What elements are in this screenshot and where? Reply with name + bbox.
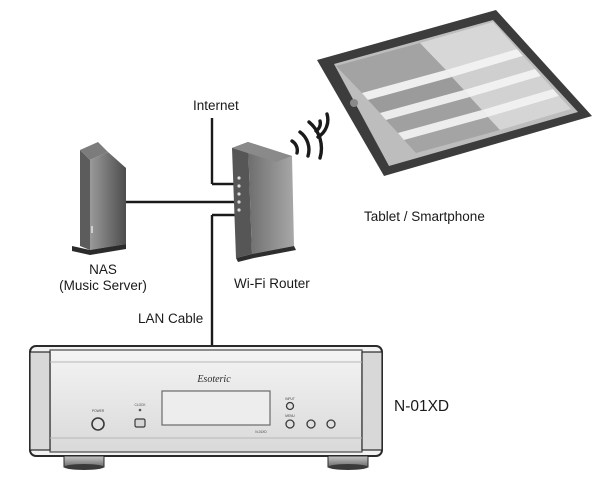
power-button — [91, 417, 105, 431]
network-player-device: Esoteric POWER CLOCK INPUT MENU N-01XD — [29, 345, 383, 470]
player-display — [161, 390, 271, 426]
connection-lines — [124, 118, 240, 346]
right-button — [326, 419, 336, 429]
tablet-label: Tablet / Smartphone — [364, 209, 485, 224]
menu-label: MENU — [285, 414, 295, 418]
tablet-screen-rows — [336, 22, 571, 153]
tablet-home-button — [350, 99, 358, 107]
lan-cable-label: LAN Cable — [138, 311, 204, 326]
tablet-icon — [317, 10, 592, 176]
input-button — [285, 401, 295, 411]
internet-label: Internet — [193, 98, 239, 113]
left-button — [306, 419, 316, 429]
nas-label-line2: (Music Server) — [59, 278, 147, 293]
power-label: POWER — [92, 409, 105, 413]
player-model-label: N-01XD — [394, 398, 450, 415]
wifi-signal-icon — [290, 112, 330, 160]
router-label: Wi-Fi Router — [234, 276, 310, 291]
nas-device-icon — [72, 142, 126, 255]
player-foot-left — [63, 455, 105, 470]
wifi-router-icon — [232, 142, 296, 262]
nas-label: NAS (Music Server) — [40, 262, 166, 294]
input-label: INPUT — [285, 397, 295, 401]
model-small-label: N-01XD — [255, 430, 267, 434]
brand-logo: Esoteric — [196, 374, 231, 385]
usb-port — [134, 418, 146, 428]
menu-button — [285, 419, 295, 429]
player-foot-right — [327, 455, 369, 470]
clock-label: CLOCK — [135, 403, 147, 407]
clock-indicator — [138, 408, 142, 412]
nas-label-line1: NAS — [89, 262, 117, 277]
